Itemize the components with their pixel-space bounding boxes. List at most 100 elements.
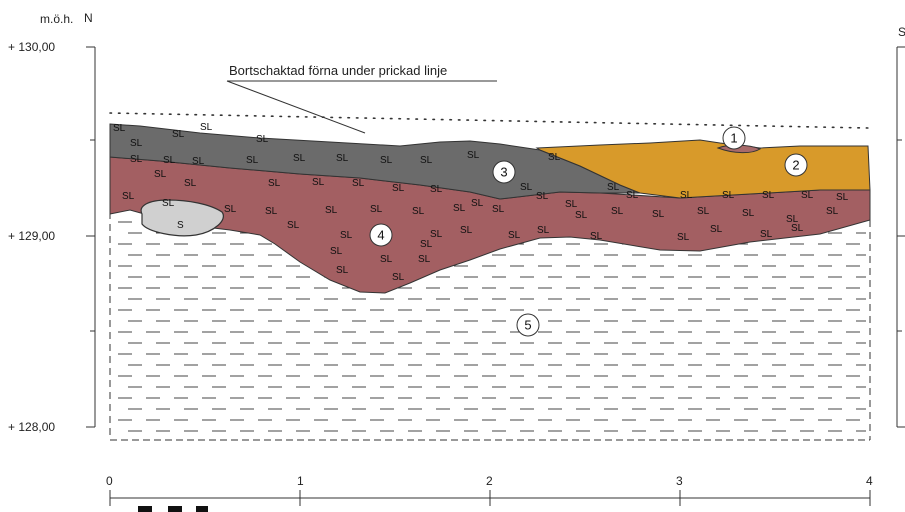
scale-block <box>138 506 152 512</box>
soil-label: SL <box>760 229 773 240</box>
right-elevation-axis <box>896 46 905 428</box>
soil-label: SL <box>113 123 126 134</box>
soil-label: SL <box>520 182 533 193</box>
soil-label: SL <box>652 209 665 220</box>
soil-label: SL <box>162 198 175 209</box>
north-label: N <box>84 11 93 25</box>
scale-label-0: 0 <box>106 474 113 488</box>
soil-label: SL <box>154 169 167 180</box>
elevation-130: + 130,00 <box>8 40 55 54</box>
south-label: S <box>898 25 905 39</box>
soil-label: SL <box>548 152 561 163</box>
soil-label: SL <box>340 230 353 241</box>
soil-label: SL <box>287 220 300 231</box>
soil-label: SL <box>412 206 425 217</box>
soil-label: SL <box>268 178 281 189</box>
soil-label: SL <box>256 134 269 145</box>
soil-label: SL <box>420 239 433 250</box>
soil-label: SL <box>791 223 804 234</box>
soil-label: SL <box>380 254 393 265</box>
layer-number-1: 1 <box>730 131 737 146</box>
soil-label: SL <box>418 254 431 265</box>
soil-label: SL <box>184 178 197 189</box>
soil-label: SL <box>677 232 690 243</box>
soil-label: SL <box>192 156 205 167</box>
soil-label: SL <box>680 190 693 201</box>
stone <box>140 199 224 237</box>
soil-label: SL <box>130 138 143 149</box>
soil-label: SL <box>467 150 480 161</box>
layer-2 <box>535 139 871 199</box>
soil-label: SL <box>836 192 849 203</box>
soil-label: SL <box>130 154 143 165</box>
soil-label: SL <box>392 183 405 194</box>
layer-marker-3: 3 <box>492 160 516 184</box>
soil-label: SL <box>265 206 278 217</box>
layer-number-5: 5 <box>524 318 531 333</box>
soil-label: SL <box>200 122 213 133</box>
soil-label: SL <box>392 272 405 283</box>
dotted-litter-line <box>109 112 869 129</box>
annotation-leader <box>226 80 366 134</box>
soil-label: SL <box>565 199 578 210</box>
scale-label-1: 1 <box>297 474 304 488</box>
layer-marker-1: 1 <box>722 126 746 150</box>
soil-label: SL <box>172 129 185 140</box>
soil-label: SL <box>536 191 549 202</box>
layer-marker-5: 5 <box>516 313 540 337</box>
soil-label: SL <box>420 155 433 166</box>
soil-label: SL <box>607 182 620 193</box>
soil-label: SL <box>471 198 484 209</box>
soil-label: SL <box>460 225 473 236</box>
soil-label: SL <box>430 229 443 240</box>
soil-label: SL <box>312 177 325 188</box>
soil-label: SL <box>325 205 338 216</box>
soil-label: SL <box>122 191 135 202</box>
annotation-text: Bortschaktad förna under prickad linje <box>229 63 447 78</box>
unit-label: m.ö.h. <box>40 12 73 26</box>
soil-label: SL <box>336 153 349 164</box>
soil-label: SL <box>336 265 349 276</box>
soil-label: SL <box>453 203 466 214</box>
layer-number-3: 3 <box>500 165 507 180</box>
elevation-128: + 128,00 <box>8 420 55 434</box>
soil-label: SL <box>370 204 383 215</box>
layer-marker-4: 4 <box>369 223 393 247</box>
scale-block <box>196 506 208 512</box>
soil-label: SL <box>697 206 710 217</box>
soil-label: SL <box>590 231 603 242</box>
stone-label: S <box>177 220 184 231</box>
scale-block <box>168 506 182 512</box>
elevation-129: + 129,00 <box>8 229 55 243</box>
soil-label: SL <box>826 206 839 217</box>
scale-label-3: 3 <box>676 474 683 488</box>
soil-label: SL <box>380 155 393 166</box>
layer-marker-2: 2 <box>784 153 808 177</box>
soil-label: SL <box>762 190 775 201</box>
soil-label: SL <box>224 204 237 215</box>
soil-label: SL <box>626 190 639 201</box>
scale-label-4: 4 <box>866 474 873 488</box>
soil-label: SL <box>492 204 505 215</box>
soil-label: SL <box>801 190 814 201</box>
soil-label: SL <box>352 178 365 189</box>
soil-label: SL <box>786 214 799 225</box>
soil-label: SL <box>722 190 735 201</box>
soil-label: SL <box>293 153 306 164</box>
soil-label: SL <box>537 225 550 236</box>
layer-number-2: 2 <box>792 158 799 173</box>
scale-bar <box>109 490 871 506</box>
soil-label: SL <box>246 155 259 166</box>
soil-labels: SL SL SL SL SL SL SL SL SL SL SL SL SL SL SL SL SL SL SL SL… <box>113 122 849 283</box>
soil-label: SL <box>742 208 755 219</box>
soil-label: SL <box>430 184 443 195</box>
left-elevation-axis <box>86 46 96 428</box>
soil-label: SL <box>508 230 521 241</box>
soil-label: SL <box>575 210 588 221</box>
soil-label: SL <box>330 246 343 257</box>
layer-number-4: 4 <box>377 228 384 243</box>
soil-label: SL <box>710 224 723 235</box>
soil-label: SL <box>163 155 176 166</box>
soil-label: SL <box>611 206 624 217</box>
